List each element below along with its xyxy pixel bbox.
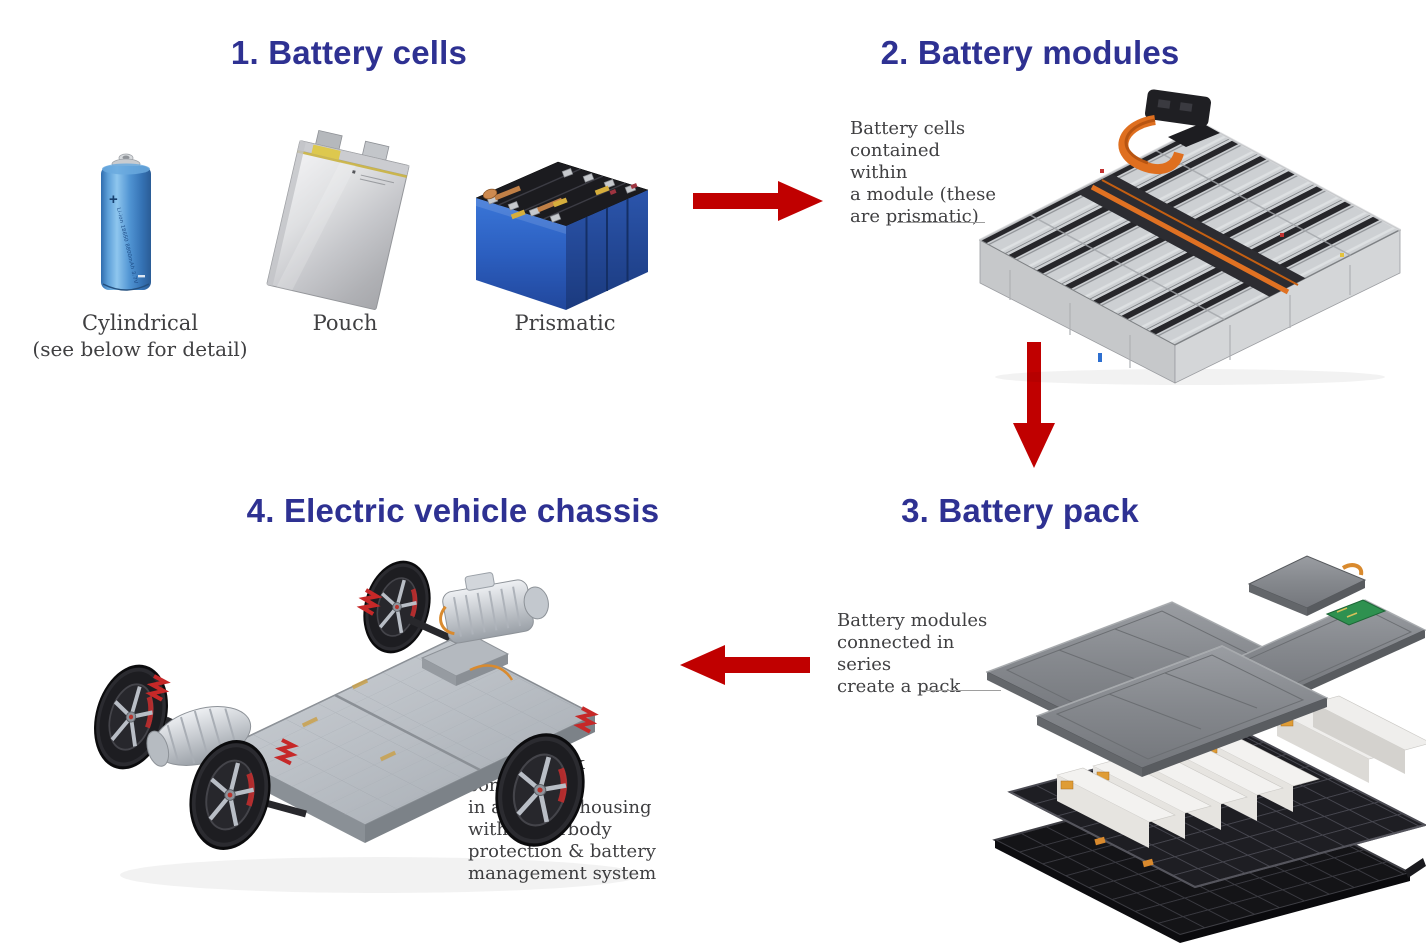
cylindrical-label-sub: (see below for detail): [32, 337, 248, 361]
section-4-title: 4. Electric vehicle chassis: [246, 492, 660, 529]
arrow-right-step1-to-step2: [693, 181, 823, 221]
cylindrical-cell: + Li-ion 18650 8800mAh 3.7V: [101, 153, 151, 291]
module-pointer-line: [897, 222, 985, 223]
cylindrical-label: Cylindrical(see below for detail): [32, 310, 247, 362]
arrow-down-step2-to-step3: [1013, 342, 1055, 468]
pouch-label: Pouch: [312, 311, 378, 335]
charger-orange-cable: [1341, 563, 1364, 576]
module-annotation: Battery cells contained within a module …: [850, 118, 996, 227]
front-motor: [439, 572, 549, 644]
pack-pointer-line: [921, 690, 1001, 691]
battery-module-illustration: [978, 89, 1402, 385]
pack-annotation: Battery modules connected in series crea…: [837, 610, 988, 697]
module-hv-connector: [1118, 89, 1211, 175]
section-1-title: 1. Battery cells: [230, 34, 468, 71]
pack-pcb-board: [1325, 599, 1387, 626]
pack-side-modules: [1276, 695, 1426, 783]
arrow-left-step3-to-step4: [680, 645, 810, 685]
prismatic-cells-illustration: [475, 161, 649, 310]
cylindrical-polarity-mark: +: [109, 191, 118, 208]
cylindrical-cell-illustration: + Li-ion 18650 8800mAh 3.7V: [101, 153, 151, 291]
battery-module: [978, 89, 1402, 384]
prismatic-cell-stack: [475, 161, 649, 310]
platform-top-box: [420, 635, 510, 686]
module-center-channel: [1074, 173, 1306, 297]
pack-charger-box: [1247, 555, 1367, 616]
battery-pack-illustration: [985, 555, 1426, 943]
pack-center-lid: [1035, 645, 1329, 777]
prismatic-red-terminal-blocks: [609, 183, 638, 195]
ev-chassis-illustration: [50, 540, 640, 893]
battery-platform: [218, 635, 597, 843]
cylindrical-label-main: Cylindrical: [81, 311, 199, 335]
section-3-title: 3. Battery pack: [901, 492, 1139, 529]
pouch-cell-illustration: [266, 129, 410, 310]
module-orange-harness: [1090, 184, 1290, 295]
prismatic-label: Prismatic: [514, 311, 616, 335]
pouch-cell: [266, 129, 410, 310]
prismatic-yellow-labels: [510, 185, 610, 220]
section-2-title: 2. Battery modules: [880, 34, 1180, 71]
